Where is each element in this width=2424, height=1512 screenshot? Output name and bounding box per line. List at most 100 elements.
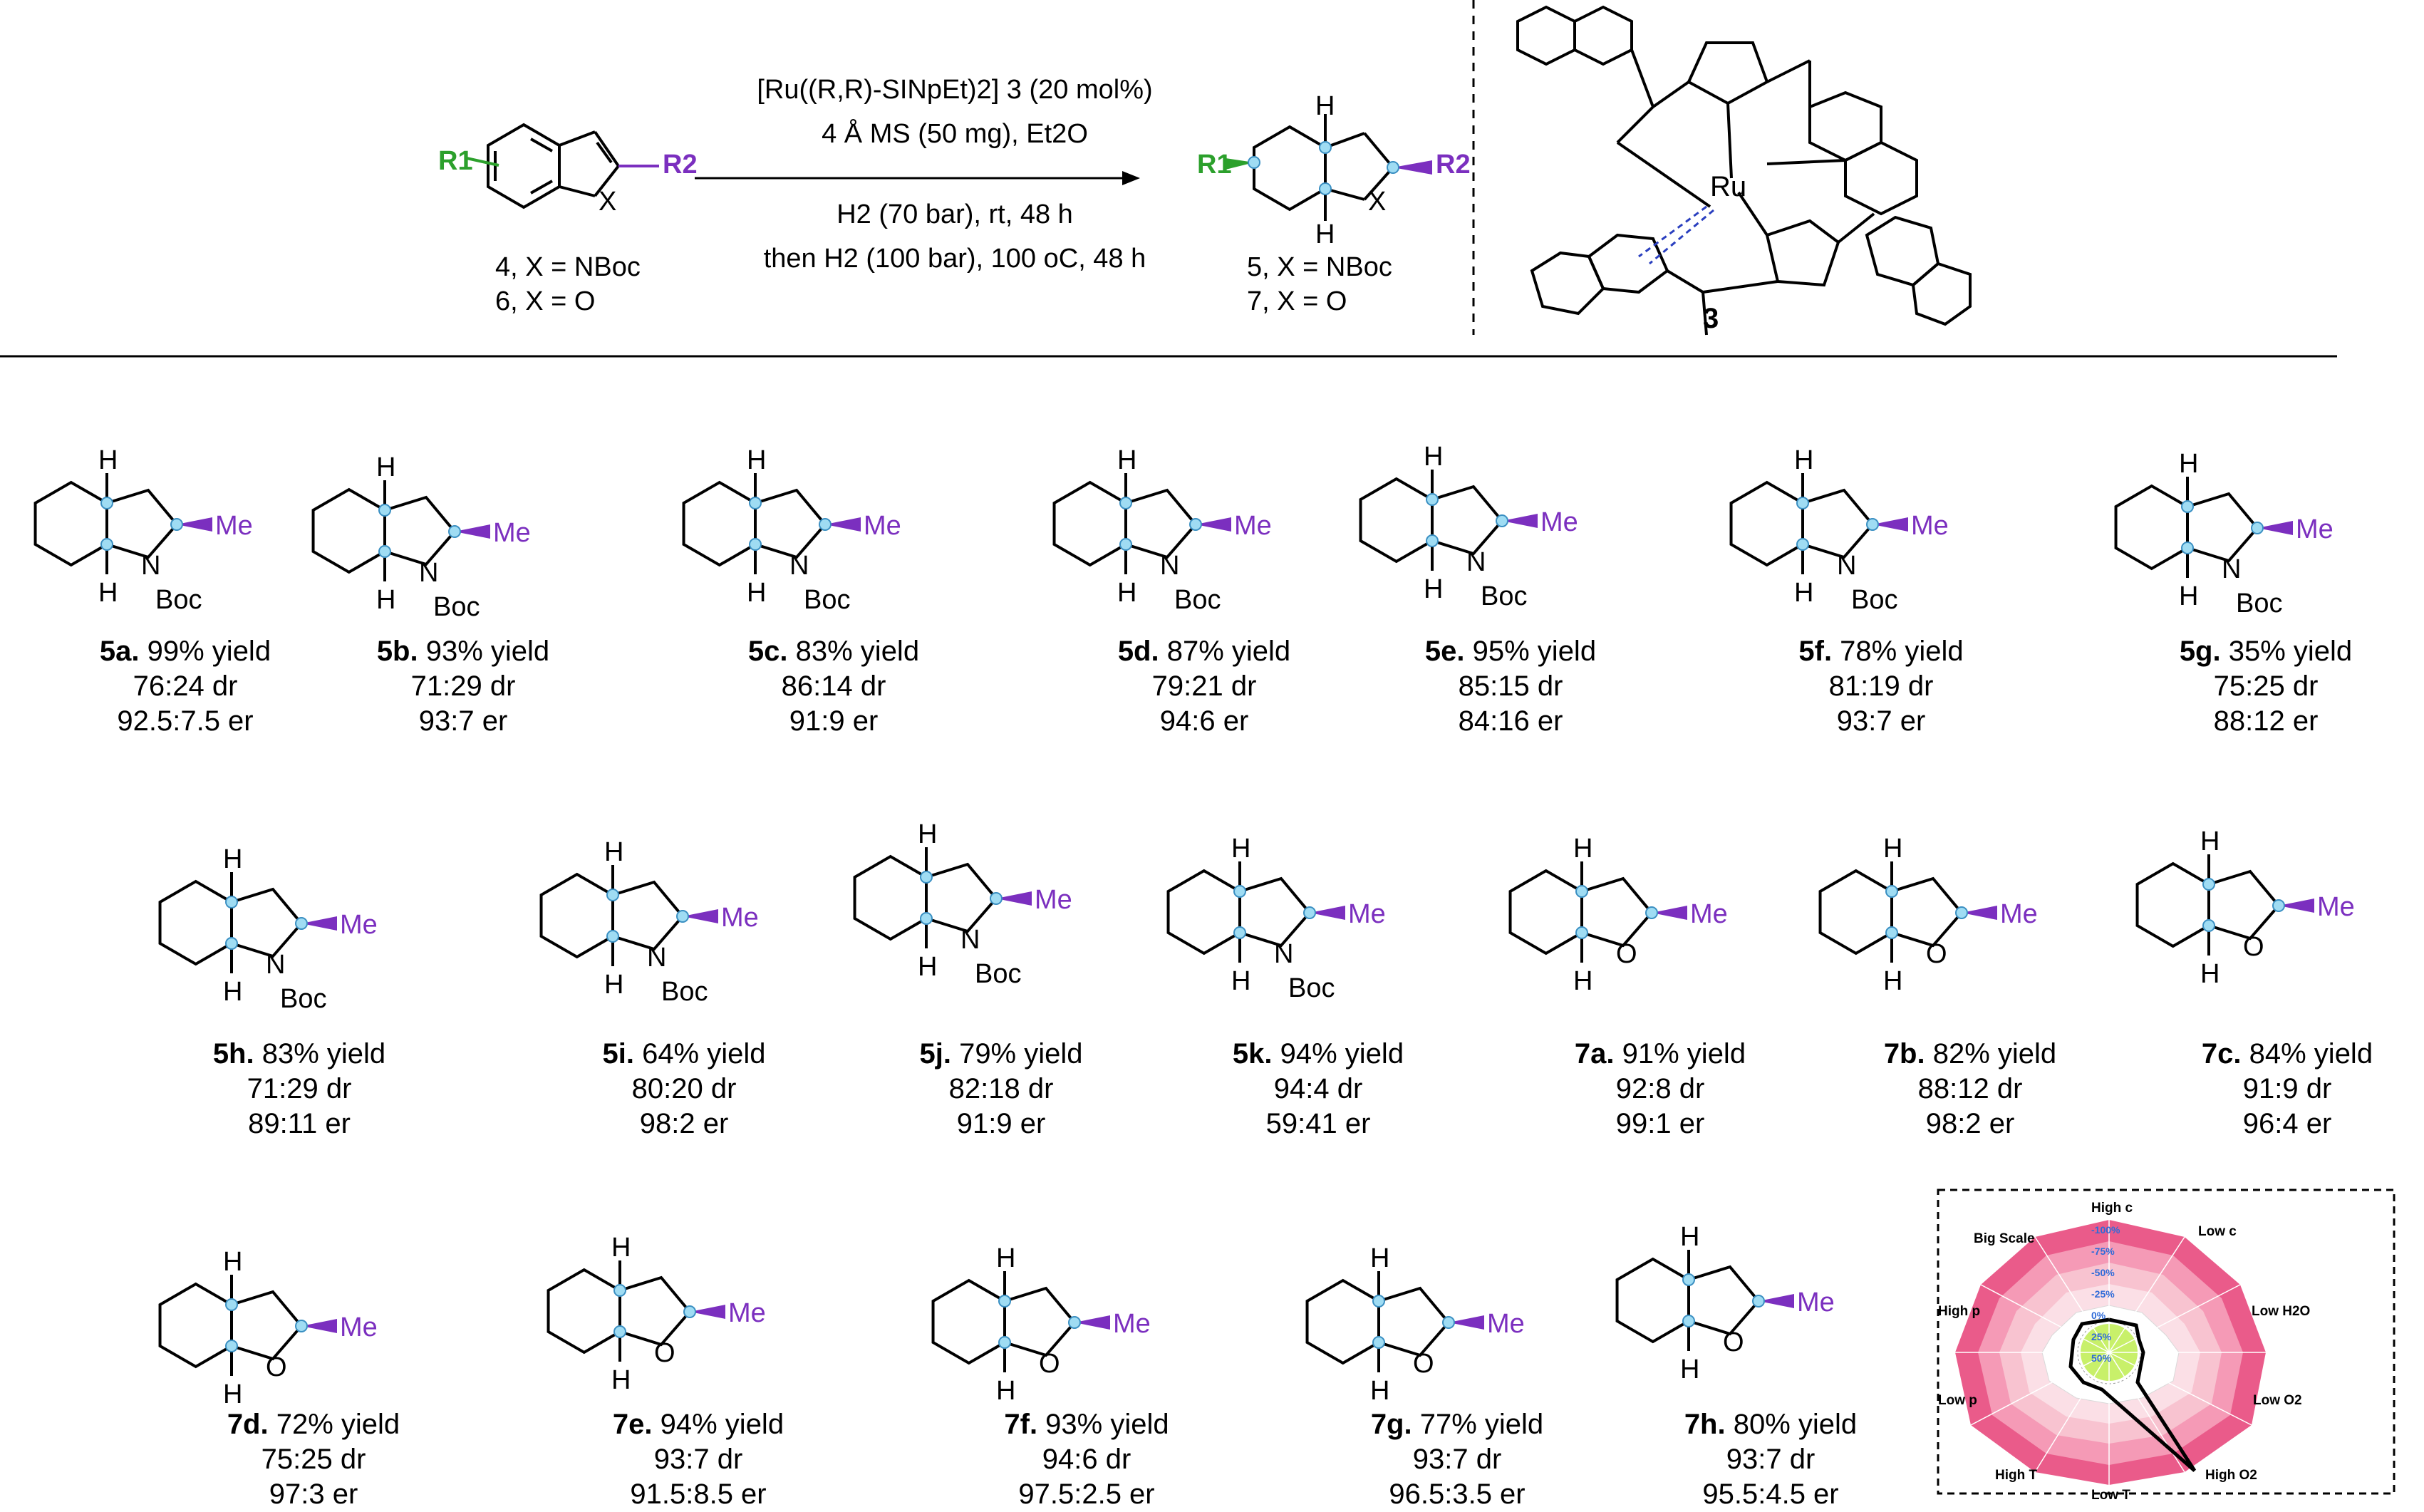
radar-axis-label: Low T xyxy=(2091,1488,2130,1503)
radar-ring-label: -100% xyxy=(2091,1224,2120,1236)
compound-id: 7e. xyxy=(612,1409,653,1440)
catalyst-number: 3 xyxy=(1703,303,1719,334)
stereocenter-dot xyxy=(448,525,461,538)
h-atom-label: H xyxy=(1231,834,1250,864)
h-atom-label: H xyxy=(1883,834,1902,864)
ru-arene-interaction xyxy=(1638,205,1707,258)
h-atom-label: H xyxy=(1424,442,1443,472)
yield-text: 83% yield xyxy=(787,636,920,667)
compound-id: 7c. xyxy=(2201,1038,2242,1070)
er-text: 92.5:7.5 er xyxy=(117,705,254,737)
dr-text: 93:7 dr xyxy=(653,1444,743,1475)
heteroatom-label: N xyxy=(1274,939,1293,969)
stereocenter-dot xyxy=(920,871,933,884)
yield-text: 95% yield xyxy=(1464,636,1597,667)
heteroatom-label: O xyxy=(1926,939,1947,969)
heteroatom-label: O xyxy=(266,1352,287,1382)
h-atom-label: H xyxy=(2179,581,2198,611)
boc-label: Boc xyxy=(1481,581,1527,611)
compound-id: 5b. xyxy=(376,636,418,667)
yield-text: 93% yield xyxy=(1037,1409,1169,1440)
sm-r2-label: R2 xyxy=(663,150,698,180)
h-atom-label: H xyxy=(996,1376,1015,1406)
stereocenter-dot xyxy=(998,1336,1011,1349)
heteroatom-label: O xyxy=(1039,1349,1060,1379)
h-atom-label: H xyxy=(1117,578,1136,608)
heteroatom-label: N xyxy=(789,551,809,581)
er-text: 89:11 er xyxy=(248,1108,351,1139)
stereocenter-dot xyxy=(1442,1316,1455,1329)
yield-text: 35% yield xyxy=(2220,636,2353,667)
h-atom-label: H xyxy=(1370,1243,1389,1273)
stereocenter-dot xyxy=(1575,885,1588,898)
heteroatom-label: O xyxy=(654,1338,675,1368)
pr-label-2: 7, X = O xyxy=(1247,286,1347,316)
radar-axis-label: Low H2O xyxy=(2252,1304,2311,1319)
heteroatom-label: N xyxy=(960,925,980,955)
stereocenter-dot xyxy=(749,538,762,551)
h-atom-label: H xyxy=(1370,1376,1389,1406)
yield-text: 72% yield xyxy=(268,1409,400,1440)
radar-ring-label: 50% xyxy=(2091,1352,2112,1364)
stereocenter-dot xyxy=(225,1298,238,1311)
reaction-conditions-bottom: H2 (70 bar), rt, 48 h then H2 (100 bar),… xyxy=(684,192,1226,281)
h-atom-label: H xyxy=(747,578,766,608)
stereocenter-dot xyxy=(2272,899,2285,912)
dr-text: 71:29 dr xyxy=(247,1073,352,1104)
h-atom-label: H xyxy=(1573,834,1592,864)
stereocenter-dot xyxy=(2251,522,2264,534)
stereocenter-dot xyxy=(683,1305,696,1318)
radar-axis-label: High T xyxy=(1995,1468,2038,1483)
h-atom-label: H xyxy=(98,578,118,608)
heteroatom-label: N xyxy=(1466,547,1486,577)
ru-catalyst-structure xyxy=(1516,5,1972,336)
stereocenter-dot xyxy=(1426,493,1439,506)
h-atom-label: H xyxy=(747,445,766,475)
dr-text: 94:4 dr xyxy=(1273,1073,1363,1104)
stereocenter-dot xyxy=(1682,1273,1695,1286)
dr-text: 80:20 dr xyxy=(631,1073,737,1104)
dr-text: 91:9 dr xyxy=(2242,1073,2332,1104)
product-structures: HHMeNBocHHMeNBocHHMeNBocHHMeNBocHHMeNBoc… xyxy=(33,442,2355,1409)
methyl-label: Me xyxy=(1911,511,1949,541)
stereocenter-dot xyxy=(1885,885,1898,898)
stereocenter-dot xyxy=(170,518,183,531)
h-atom-label: H xyxy=(918,819,937,849)
er-text: 59:41 er xyxy=(1265,1108,1371,1139)
h-atom-label: H xyxy=(604,970,623,1000)
h-atom-label: H xyxy=(996,1243,1015,1273)
yield-text: 99% yield xyxy=(139,636,271,667)
methyl-label: Me xyxy=(1234,511,1272,541)
compound-id: 5h. xyxy=(212,1038,254,1070)
h-atom-label: H xyxy=(2179,449,2198,479)
heteroatom-label: N xyxy=(419,558,438,588)
er-text: 93:7 er xyxy=(1836,705,1926,737)
heteroatom-label: O xyxy=(2243,932,2264,962)
er-text: 98:2 er xyxy=(1925,1108,2015,1139)
methyl-label: Me xyxy=(340,910,378,940)
stereocenter-dot xyxy=(1885,926,1898,939)
boc-label: Boc xyxy=(1288,973,1335,1003)
methyl-label: Me xyxy=(1690,899,1728,929)
stereocenter-dot xyxy=(676,910,689,923)
compound-id: 7a. xyxy=(1574,1038,1615,1070)
boc-label: Boc xyxy=(1174,585,1221,615)
methyl-label: Me xyxy=(721,903,759,933)
yield-text: 83% yield xyxy=(254,1038,386,1070)
methyl-label: Me xyxy=(728,1298,766,1328)
heteroatom-label: O xyxy=(1616,939,1637,969)
radar-axis-label: Low O2 xyxy=(2253,1393,2302,1408)
